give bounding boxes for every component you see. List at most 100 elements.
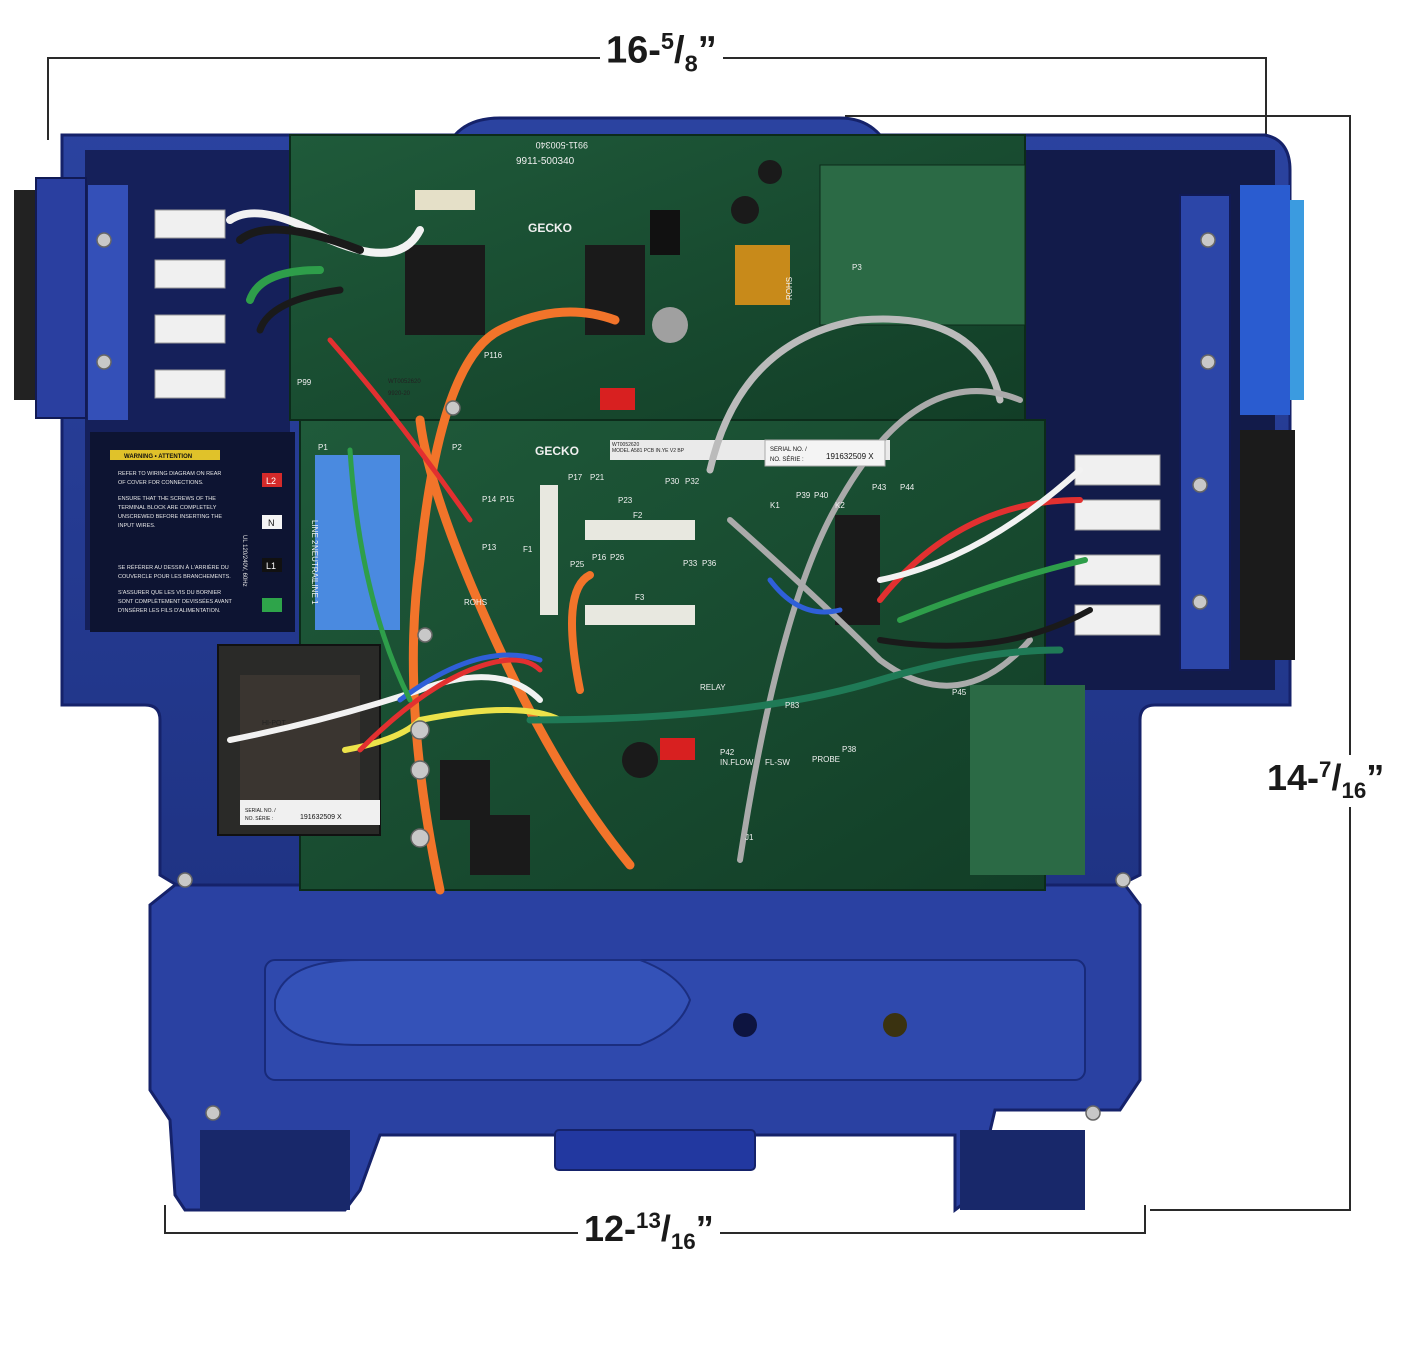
serial-sticker-transformer: SERIAL NO. / NO. SÉRIE : 191632509 X: [245, 808, 342, 822]
small-9920: 9920-20: [388, 391, 411, 397]
p44: P44: [900, 483, 915, 492]
transformer: [217, 644, 381, 836]
dim-right-whole: 14-: [1267, 757, 1320, 798]
top-width-dimension: 16-5/8”: [600, 28, 723, 77]
p21: P21: [590, 473, 605, 482]
probe-label: PROBE: [812, 755, 840, 764]
warning-line: OF COVER FOR CONNECTIONS.: [118, 480, 204, 486]
p23: P23: [618, 496, 633, 505]
dim-top-den: 8: [684, 50, 698, 77]
board-text: GECKO GECKO 9911-500340 9911-500340 ROHS…: [262, 140, 967, 842]
warning-title: WARNING • ATTENTION: [124, 454, 192, 460]
p15: P15: [500, 495, 515, 504]
top-circuit-board: [289, 134, 1026, 421]
p1: P1: [318, 443, 328, 452]
dim-right-num: 7: [1319, 757, 1332, 782]
f1: F1: [523, 545, 533, 554]
dim-bottom-mark: ”: [695, 1208, 714, 1249]
brand-main: GECKO: [535, 444, 579, 458]
warning-line: TERMINAL BLOCK ARE COMPLETELY: [118, 505, 217, 511]
p30: P30: [665, 477, 680, 486]
p45: P45: [952, 688, 967, 697]
screws: [96, 232, 1216, 1121]
p33: P33: [683, 559, 698, 568]
p36: P36: [702, 559, 717, 568]
k2: K2: [835, 501, 845, 510]
dim-top-whole: 16-: [606, 29, 661, 72]
p3: P3: [852, 263, 862, 272]
serial-label-fr: NO. SÉRIE :: [770, 456, 804, 463]
serial-label-t-fr: NO. SÉRIE :: [245, 815, 273, 822]
p32: P32: [685, 477, 700, 486]
p26: P26: [610, 553, 625, 562]
relay-label: RELAY: [700, 683, 726, 692]
warning-line: REFER TO WIRING DIAGRAM ON REAR: [118, 471, 221, 477]
p43: P43: [872, 483, 887, 492]
dim-right-den: 16: [1341, 778, 1367, 804]
serial-number: 191632509 X: [826, 452, 874, 461]
f3: F3: [635, 593, 645, 602]
p13: P13: [482, 543, 497, 552]
terminal-l2: L2: [266, 476, 276, 486]
rohs-1: ROHS: [785, 277, 794, 300]
warning-label: [90, 432, 295, 632]
right-height-dimension: 14-7/16”: [1265, 755, 1387, 807]
p116: P116: [484, 351, 503, 360]
left-connectors: [14, 177, 226, 420]
warning-line: SONT COMPLÈTEMENT DEVISSÉES AVANT: [118, 598, 233, 605]
warning-line: UNSCREWED BEFORE INSERTING THE: [118, 514, 222, 520]
bottom-width-dimension: 12-13/16”: [578, 1208, 720, 1255]
dim-top-mark: ”: [697, 29, 717, 72]
wiring: [226, 209, 1093, 895]
f2: F2: [633, 511, 643, 520]
warning-text: WARNING • ATTENTION REFER TO WIRING DIAG…: [118, 454, 282, 614]
part-number-2: 9911-500340: [536, 140, 588, 150]
warning-line: D'INSÉRER LES FILS D'ALIMENTATION.: [118, 607, 221, 614]
terminal-l1: L1: [266, 561, 276, 571]
dim-bottom-den: 16: [670, 1229, 696, 1255]
p25: P25: [570, 560, 585, 569]
warning-line: SE RÉFÉRER AU DESSIN À L'ARRIÈRE DU: [118, 564, 229, 571]
p14: P14: [482, 495, 497, 504]
rohs-2: ROHS: [464, 598, 487, 607]
line1-label: LINE 1: [310, 580, 319, 605]
hipot-label: HI-POT: [262, 720, 286, 727]
line2-label: LINE 2: [310, 520, 319, 545]
j1: J1: [745, 833, 754, 842]
warning-line: INPUT WIRES.: [118, 523, 156, 529]
dim-top-num: 5: [660, 28, 675, 54]
wt-tag-2: WT0052620: [388, 379, 421, 385]
warning-line: ENSURE THAT THE SCREWS OF THE: [118, 496, 216, 502]
warning-line: S'ASSURER QUE LES VIS DU BORNIER: [118, 590, 221, 596]
model-tag: MODEL A581 PCB IN.YE V2 BP: [612, 448, 685, 454]
dim-bottom-num: 13: [636, 1208, 661, 1233]
warning-line: COUVERCLE POUR LES BRANCHEMENTS.: [118, 574, 231, 580]
serial-number-t: 191632509 X: [300, 814, 342, 821]
p40: P40: [814, 491, 829, 500]
p2: P2: [452, 443, 462, 452]
dim-bottom-whole: 12-: [584, 1208, 637, 1249]
flsw-label: FL-SW: [765, 758, 790, 767]
inflow-label: IN.FLOW: [720, 758, 754, 767]
p17: P17: [568, 473, 583, 482]
wt-tag: WT0052620: [612, 442, 639, 448]
serial-sticker: SERIAL NO. / NO. SÉRIE : 191632509 X: [764, 439, 886, 467]
dim-right-mark: ”: [1366, 757, 1385, 798]
terminal-n: N: [268, 518, 275, 528]
main-circuit-board: [299, 388, 1085, 891]
serial-label: SERIAL NO. /: [770, 447, 807, 453]
p99: P99: [297, 378, 312, 387]
k1: K1: [770, 501, 780, 510]
p16: P16: [592, 553, 607, 562]
right-connectors: [1074, 185, 1304, 671]
p83: P83: [785, 701, 800, 710]
p42: P42: [720, 748, 735, 757]
right-dimension-line: [845, 115, 1351, 1211]
serial-label-t: SERIAL NO. /: [245, 808, 276, 814]
p39: P39: [796, 491, 811, 500]
part-number: 9911-500340: [516, 156, 575, 167]
brand-top: GECKO: [528, 221, 572, 235]
rating-text: UL 120/240V, 60Hz: [241, 535, 247, 587]
neutral-label: NEUTRAL: [310, 545, 319, 583]
